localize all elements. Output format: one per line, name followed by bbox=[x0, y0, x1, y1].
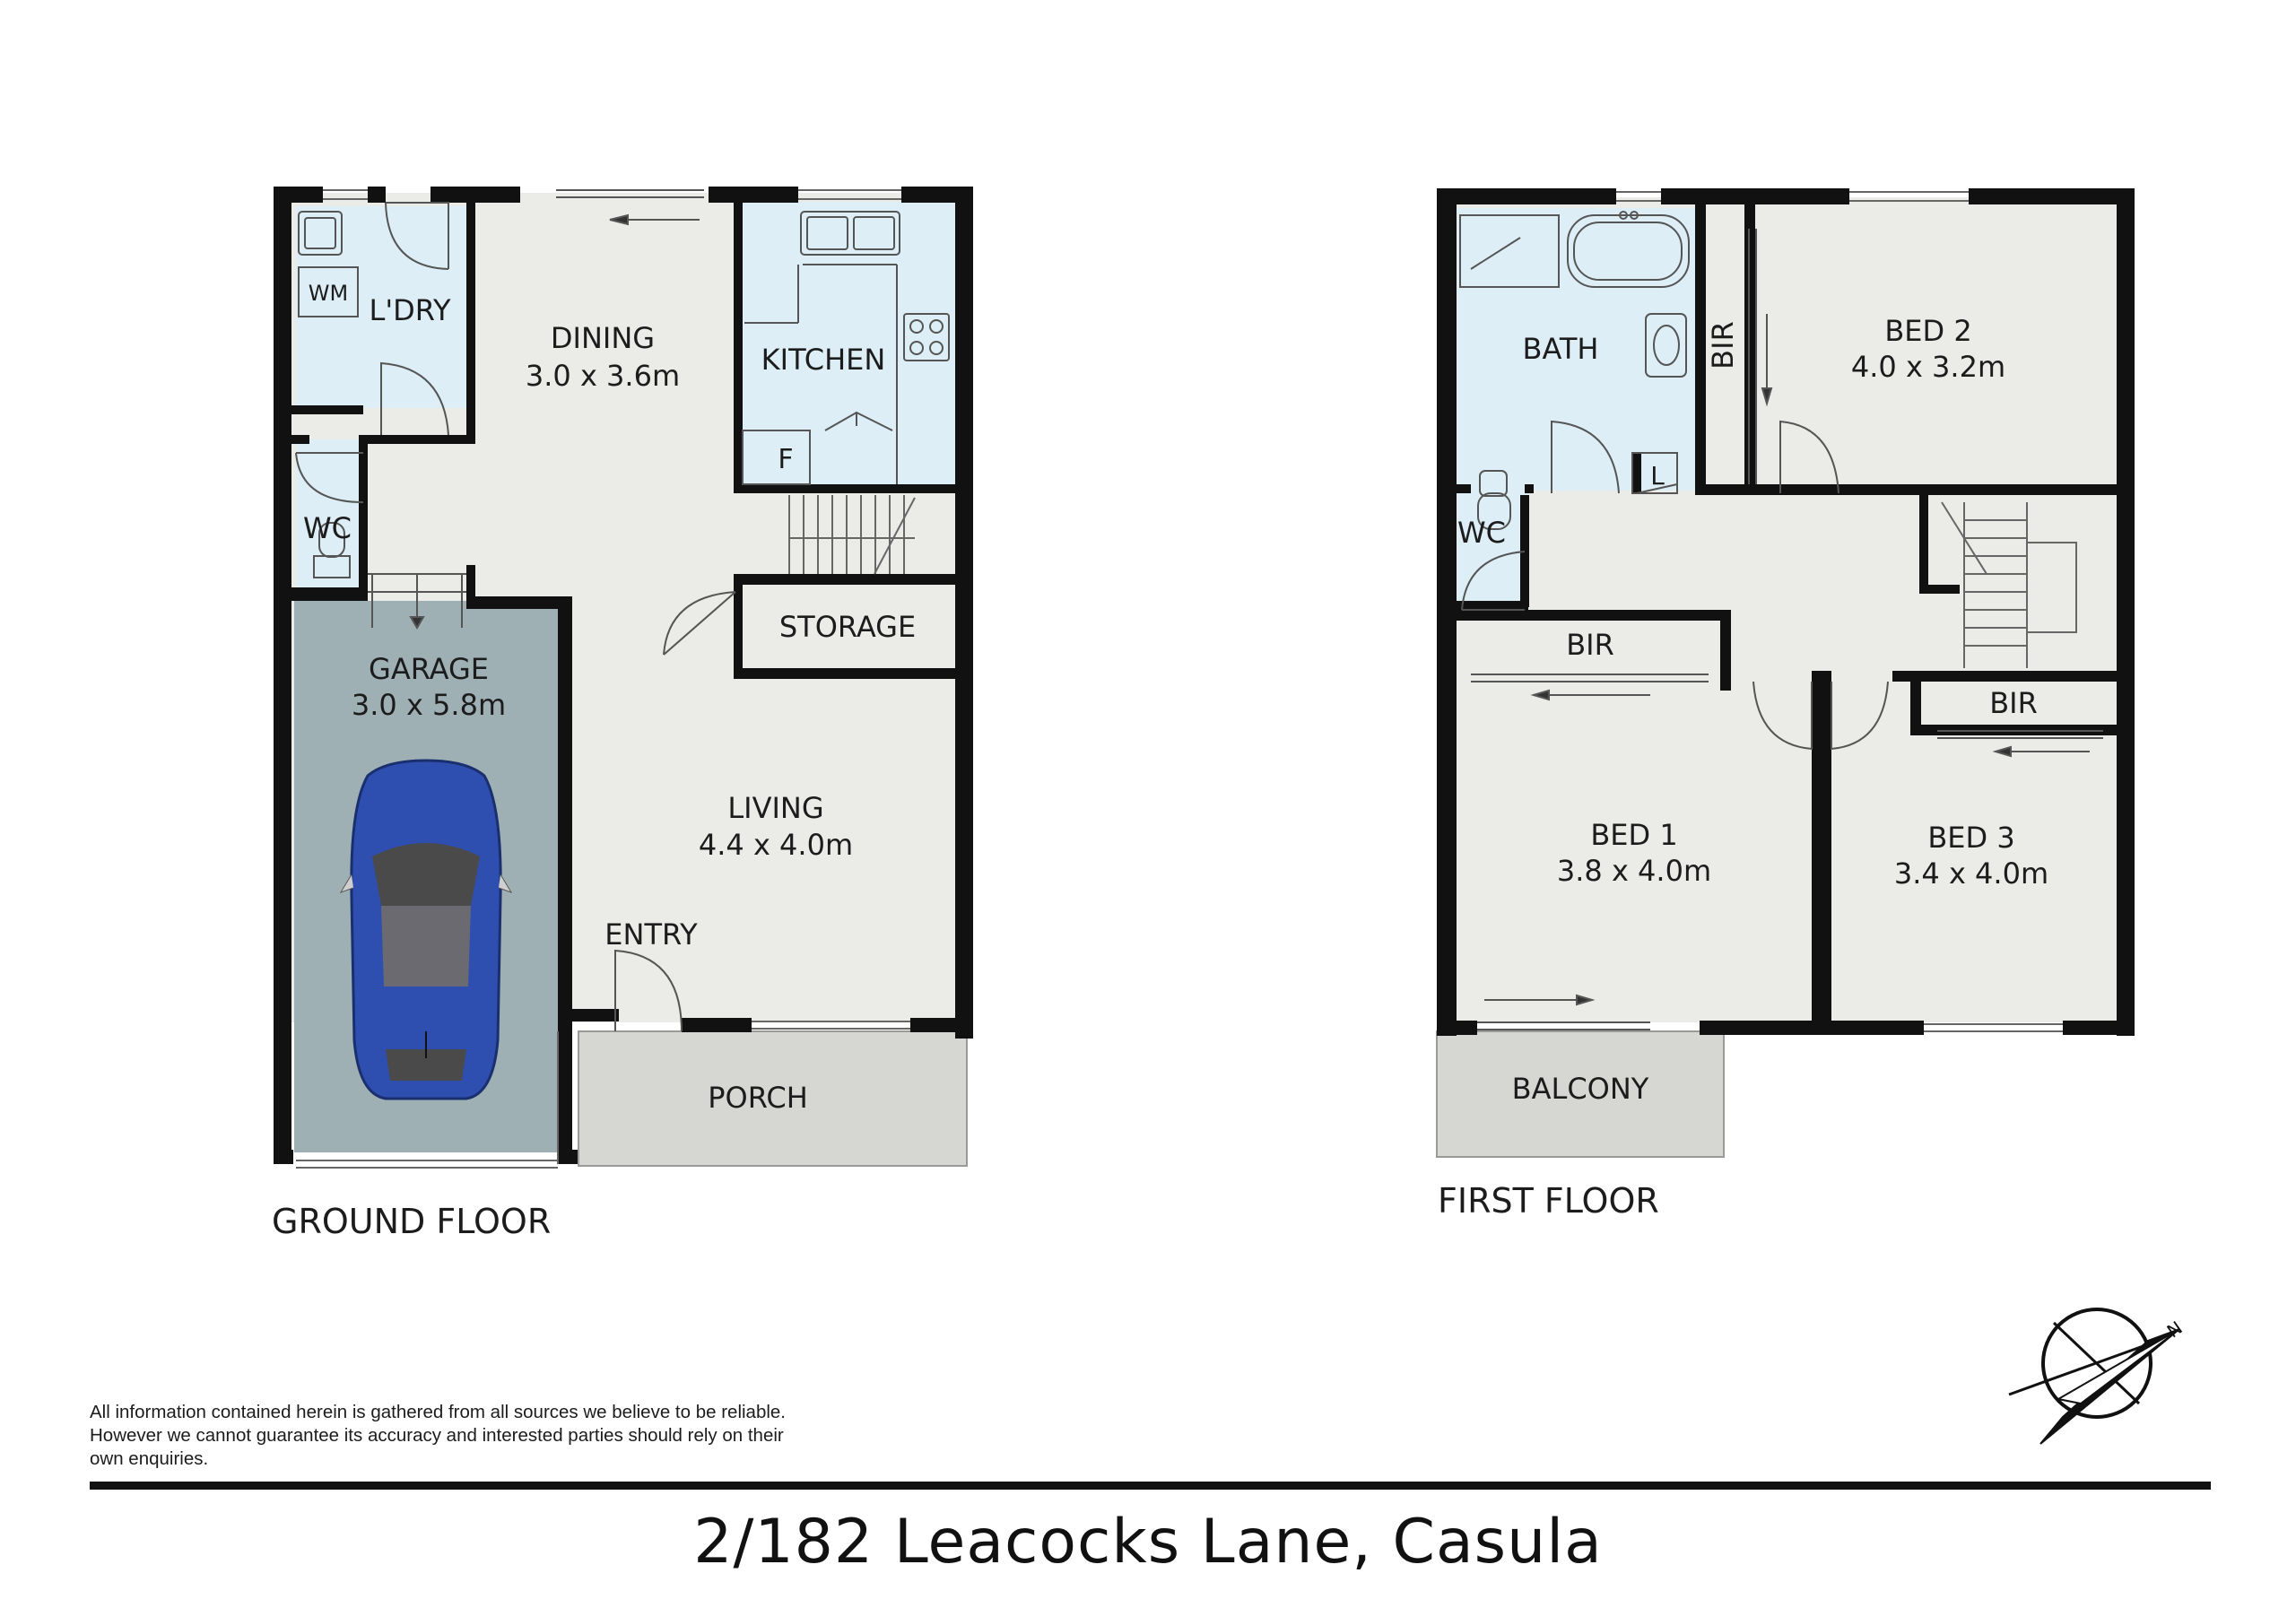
car-icon bbox=[339, 759, 513, 1100]
ground-walls bbox=[274, 187, 973, 1164]
ground-doors bbox=[295, 202, 736, 1032]
entry-label: ENTRY bbox=[604, 917, 698, 952]
ground-windows bbox=[296, 189, 910, 1169]
first-windows bbox=[1616, 191, 2063, 1032]
bath-fixtures bbox=[1459, 211, 1690, 530]
balcony-label: BALCONY bbox=[1512, 1072, 1649, 1106]
storage-label: STORAGE bbox=[779, 610, 916, 644]
bed3-label: BED 3 bbox=[1927, 821, 2014, 855]
garage-label: GARAGE bbox=[369, 652, 489, 686]
first-walls bbox=[1437, 188, 2135, 1036]
garage-door-marker bbox=[371, 574, 463, 628]
first-floor-title: FIRST FLOOR bbox=[1438, 1181, 1659, 1221]
garage-size: 3.0 x 5.8m bbox=[352, 688, 506, 722]
dining-sliding-door bbox=[556, 189, 704, 226]
bath-floor bbox=[1457, 208, 1704, 491]
bed1-label: BED 1 bbox=[1590, 818, 1677, 852]
dining-label: DINING bbox=[551, 321, 655, 355]
dining-size: 3.0 x 3.6m bbox=[526, 359, 680, 393]
bed2-size: 4.0 x 3.2m bbox=[1851, 350, 2005, 384]
bed1-size: 3.8 x 4.0m bbox=[1557, 854, 1711, 888]
property-address: 2/182 Leacocks Lane, Casula bbox=[693, 1507, 1603, 1578]
first-doors bbox=[1461, 420, 1889, 751]
first-sliding-doors bbox=[1471, 229, 2103, 1030]
compass-icon: N bbox=[2008, 1308, 2187, 1445]
bed3-size: 3.4 x 4.0m bbox=[1894, 856, 2048, 891]
ground-wc-label: WC bbox=[303, 511, 352, 545]
balcony-floor bbox=[1436, 1030, 1725, 1158]
kitchen-fixtures bbox=[742, 211, 950, 485]
linen-label: L bbox=[1650, 461, 1665, 491]
first-wc-label: WC bbox=[1457, 516, 1506, 550]
living-size: 4.4 x 4.0m bbox=[699, 828, 853, 862]
porch-label: PORCH bbox=[708, 1081, 808, 1115]
bath-label: BATH bbox=[1523, 332, 1599, 366]
fridge-label: F bbox=[778, 444, 793, 475]
laundry-fixtures bbox=[298, 211, 359, 578]
footer-divider bbox=[90, 1482, 2211, 1490]
washing-machine-label: WM bbox=[309, 281, 348, 306]
first-floor: BATH WC L BIR BED 2 4.0 x 3.2m BIR BIR B… bbox=[1436, 188, 2135, 1221]
living-label: LIVING bbox=[727, 791, 823, 825]
first-stairs bbox=[1941, 501, 2077, 668]
bed1-bir-label: BIR bbox=[1566, 628, 1614, 662]
bed2-label: BED 2 bbox=[1884, 314, 1971, 348]
ground-stairs bbox=[788, 495, 916, 575]
ground-floor: WM L'DRY WC DINING 3.0 x 3.6m KITCHEN F … bbox=[272, 187, 973, 1241]
bed3-bir-label: BIR bbox=[1989, 686, 2038, 720]
kitchen-label: KITCHEN bbox=[761, 343, 886, 377]
porch-floor bbox=[578, 1030, 968, 1167]
ground-floor-title: GROUND FLOOR bbox=[272, 1202, 551, 1241]
laundry-label: L'DRY bbox=[370, 293, 451, 327]
wc-floor bbox=[296, 439, 368, 587]
disclaimer-text: All information contained herein is gath… bbox=[90, 1402, 787, 1469]
bed2-bir-label: BIR bbox=[1706, 321, 1740, 369]
